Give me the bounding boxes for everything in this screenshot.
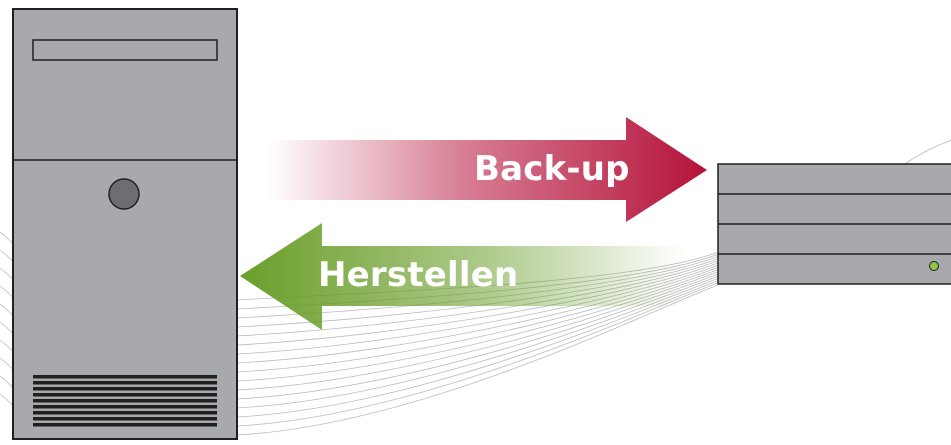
vent-bar — [33, 393, 217, 397]
cable-line — [0, 231, 14, 245]
cable-line — [904, 139, 951, 165]
vent-bar — [33, 387, 217, 391]
cable-line — [0, 321, 14, 335]
vent-bar — [33, 381, 217, 385]
restore-arrow — [240, 223, 685, 330]
cable-line — [0, 303, 14, 317]
drive-bay — [32, 39, 218, 61]
cable-line — [0, 249, 14, 263]
vent-bar — [33, 417, 217, 421]
backup-arrow — [268, 117, 707, 222]
power-button — [108, 178, 140, 210]
vent-bar — [33, 423, 217, 427]
backup-server — [717, 163, 951, 285]
vent-bar — [33, 405, 217, 409]
vent-bar — [33, 399, 217, 403]
cable-line — [0, 339, 14, 353]
vent-grille — [33, 375, 217, 427]
cable-line — [0, 375, 14, 389]
vent-bar — [33, 411, 217, 415]
cable-line — [0, 285, 14, 299]
cable-line — [0, 357, 14, 371]
tower-computer — [12, 8, 238, 440]
restore-label: Herstellen — [318, 255, 519, 295]
vent-bar — [33, 375, 217, 379]
cable-line — [0, 267, 14, 281]
cable-line — [0, 393, 14, 407]
backup-label: Back-up — [474, 149, 630, 189]
power-led — [929, 261, 939, 271]
